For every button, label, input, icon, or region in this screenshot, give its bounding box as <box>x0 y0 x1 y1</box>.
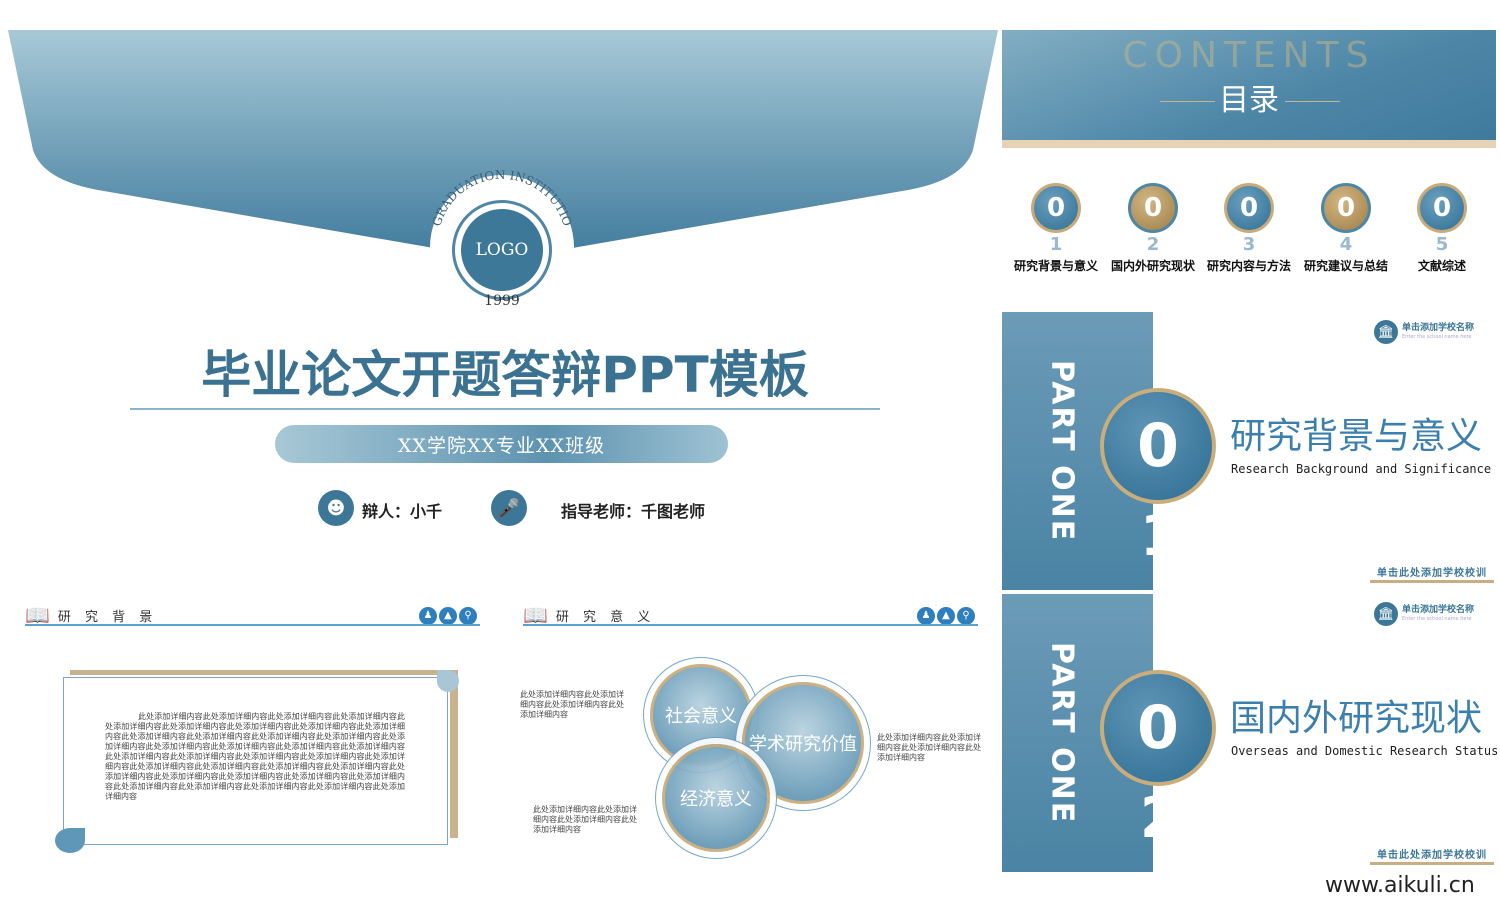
bubble-academic-label: 学术研究价值 <box>749 734 857 755</box>
contents-number-sub: 2 <box>1146 234 1160 255</box>
school-name-text: 单击添加学校名称 <box>1402 605 1475 615</box>
advisor-label: 指导老师：千图老师 <box>561 502 706 521</box>
section-title: 研究背景与意义 <box>1230 416 1483 457</box>
header-line <box>25 624 480 626</box>
part-label: PART ONE <box>1044 641 1080 825</box>
section-title: 国内外研究现状 <box>1230 698 1483 739</box>
graduation-cap-icon: ▲ <box>439 606 457 625</box>
leaf-decoration <box>437 670 459 692</box>
contents-heading: 目录 <box>1219 83 1279 118</box>
bubble-academic: 学术研究价值 <box>742 682 864 804</box>
search-icon: ⚲ <box>459 606 477 625</box>
heading-line-right <box>1285 101 1340 102</box>
people-icon: ♟ <box>419 606 437 625</box>
microphone-icon: 🎤 <box>491 490 527 526</box>
header-icons: ♟▲⚲ <box>915 603 975 625</box>
school-building-icon: 🏛 <box>1374 602 1398 626</box>
reader-icon: ☻ <box>318 490 354 526</box>
school-name-text: 单击添加学校名称 <box>1402 323 1475 333</box>
significance-header: 📖 研 究 意 义 <box>523 603 655 627</box>
section-number-badge: 0 <box>1100 670 1216 786</box>
text-box <box>63 677 448 845</box>
school-motto[interactable]: 单击此处添加学校校训 <box>1370 850 1494 865</box>
gold-frame <box>70 670 458 838</box>
header-icons: ♟▲⚲ <box>417 603 477 625</box>
contents-watermark: CONTENTS <box>1122 35 1376 76</box>
site-watermark: www.aikuli.cn <box>1325 873 1475 898</box>
section-heading: 研 究 背 景 <box>57 609 158 625</box>
section-number-sub: 2 <box>1140 786 1179 851</box>
school-building-icon: 🏛 <box>1374 320 1398 344</box>
contents-number-sub: 3 <box>1242 234 1256 255</box>
contents-item-label[interactable]: 文献综述 <box>1417 259 1466 273</box>
background-body: 此处添加详细内容此处添加详细内容此处添加详细内容此处添加详细内容此处添加详细内容… <box>105 712 405 801</box>
section-number-badge: 0 <box>1100 388 1216 504</box>
school-motto[interactable]: 单击此处添加学校校训 <box>1370 568 1494 583</box>
title-divider <box>130 408 880 410</box>
contents-item-label[interactable]: 研究内容与方法 <box>1206 259 1291 273</box>
bubble-economic-label: 经济意义 <box>680 789 752 810</box>
contents-number-badge[interactable]: 0 <box>1224 183 1274 233</box>
logo: LOGO <box>461 209 543 291</box>
search-icon: ⚲ <box>957 606 975 625</box>
contents-item-label[interactable]: 研究建议与总结 <box>1303 259 1388 273</box>
subtitle-pill: XX学院XX专业XX班级 <box>275 425 728 463</box>
people-icon: ♟ <box>917 606 935 625</box>
contents-number-badge[interactable]: 0 <box>1417 183 1467 233</box>
text-block: 此处添加详细内容此处添加详细内容此处添加详细内容此处添加详细内容 <box>520 690 624 719</box>
bubble-economic: 经济意义 <box>662 744 770 852</box>
gold-strip <box>1002 140 1496 148</box>
text-block: 此处添加详细内容此处添加详细内容此处添加详细内容此处添加详细内容 <box>877 733 981 762</box>
section-heading: 研 究 意 义 <box>555 609 656 625</box>
contents-number-sub: 5 <box>1435 234 1449 255</box>
heading-line-left <box>1160 101 1215 102</box>
school-name-en: Enter the school name here <box>1402 616 1472 622</box>
section-subtitle: Overseas and Domestic Research Status <box>1231 744 1499 758</box>
text-block: 此处添加详细内容此处添加详细内容此处添加详细内容此处添加详细内容 <box>533 805 637 834</box>
contents-item-label[interactable]: 国内外研究现状 <box>1110 259 1195 273</box>
open-book-icon: 📖 <box>523 603 548 627</box>
contents-number-badge[interactable]: 0 <box>1031 183 1081 233</box>
contents-banner <box>1002 30 1496 140</box>
bubble-social-label: 社会意义 <box>665 706 737 727</box>
contents-number-badge[interactable]: 0 <box>1321 183 1371 233</box>
section-subtitle: Research Background and Significance <box>1231 462 1492 476</box>
presenter-label: 辩人：小千 <box>362 502 443 521</box>
page-title: 毕业论文开题答辩PPT模板 <box>201 346 809 404</box>
school-name-en: Enter the school name here <box>1402 334 1472 340</box>
section-number-sub: 1 <box>1140 504 1179 569</box>
logo-year: 1999 <box>484 293 520 309</box>
open-book-icon: 📖 <box>25 603 50 627</box>
part-label: PART ONE <box>1044 359 1080 543</box>
background-header: 📖 研 究 背 景 <box>25 603 157 627</box>
title-banner <box>8 30 998 260</box>
contents-number-sub: 1 <box>1049 234 1063 255</box>
leaf-decoration <box>55 828 85 853</box>
header-line <box>523 624 978 626</box>
contents-number-sub: 4 <box>1339 234 1353 255</box>
contents-item-label[interactable]: 研究背景与意义 <box>1013 259 1098 273</box>
graduation-cap-icon: ▲ <box>937 606 955 625</box>
contents-number-badge[interactable]: 0 <box>1128 183 1178 233</box>
